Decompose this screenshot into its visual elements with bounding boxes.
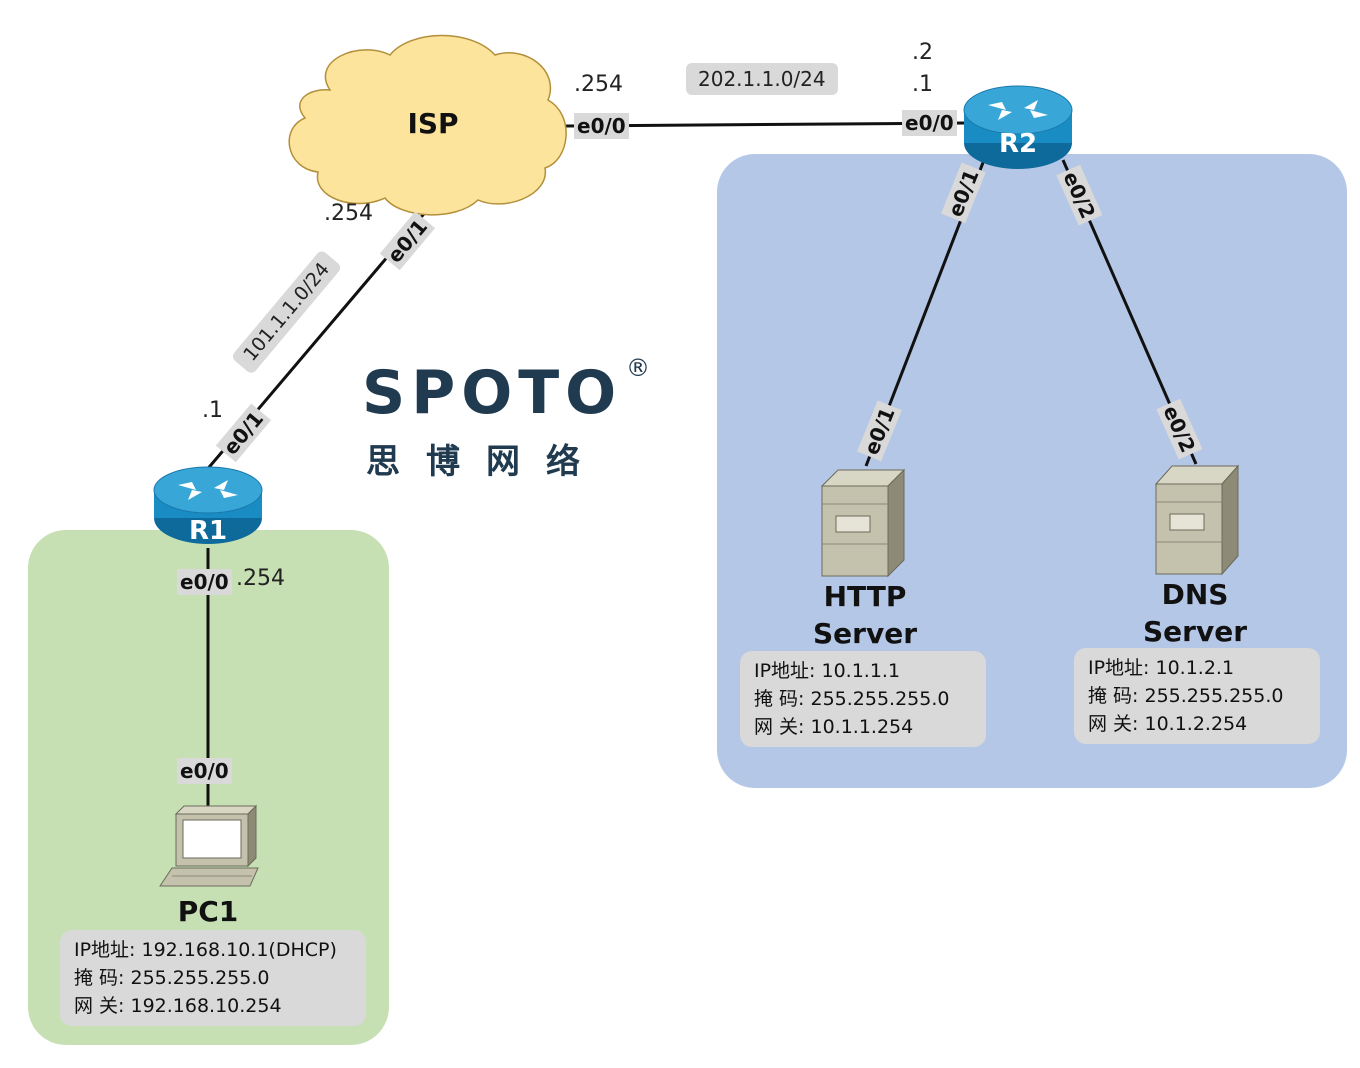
r1-e01-ip: .1 bbox=[202, 398, 223, 423]
router-r2-icon[interactable] bbox=[963, 85, 1073, 169]
pc1-mask: 掩 码: 255.255.255.0 bbox=[74, 967, 270, 989]
dns-server-label: DNS Server bbox=[1130, 576, 1260, 650]
dns-server-info: IP地址: 10.1.2.1 掩 码: 255.255.255.0 网 关: 1… bbox=[1074, 648, 1320, 744]
r1-e00-port: e0/0 bbox=[177, 569, 232, 595]
http-ip: IP地址: 10.1.1.1 bbox=[754, 660, 901, 682]
dns-server-label-line1: DNS bbox=[1161, 578, 1229, 611]
router-r2-label: R2 bbox=[998, 129, 1038, 159]
pc1-label: PC1 bbox=[177, 895, 239, 928]
r2-e00-ip: .1 bbox=[912, 72, 933, 97]
router-r1-label: R1 bbox=[188, 516, 228, 546]
http-server-info: IP地址: 10.1.1.1 掩 码: 255.255.255.0 网 关: 1… bbox=[740, 651, 986, 747]
http-server-label-line1: HTTP bbox=[823, 580, 907, 613]
http-server-icon[interactable] bbox=[820, 468, 906, 578]
isp-e00-port: e0/0 bbox=[574, 113, 629, 139]
pc1-info: IP地址: 192.168.10.1(DHCP) 掩 码: 255.255.25… bbox=[60, 930, 366, 1026]
isp-e01-ip: .254 bbox=[324, 201, 373, 226]
pc1-e00-port: e0/0 bbox=[177, 758, 232, 784]
logo-registered-mark: ® bbox=[626, 354, 650, 382]
r2-e00-port: e0/0 bbox=[902, 110, 957, 136]
http-gateway: 网 关: 10.1.1.254 bbox=[754, 716, 914, 738]
dns-gateway: 网 关: 10.1.2.254 bbox=[1088, 713, 1248, 735]
isp-cloud-icon[interactable] bbox=[288, 34, 567, 216]
link-isp-r2 bbox=[565, 121, 967, 128]
r1-e00-ip: .254 bbox=[236, 566, 285, 591]
dns-server-icon[interactable] bbox=[1154, 464, 1240, 576]
subnet-isp-r2: 202.1.1.0/24 bbox=[686, 63, 838, 95]
logo-brand: SPOTO bbox=[362, 358, 623, 428]
http-server-label: HTTP Server bbox=[800, 578, 930, 652]
dns-ip: IP地址: 10.1.2.1 bbox=[1088, 657, 1235, 679]
logo-chinese: 思博网络 bbox=[366, 442, 606, 482]
http-mask: 掩 码: 255.255.255.0 bbox=[754, 688, 950, 710]
pc1-ip: IP地址: 192.168.10.1(DHCP) bbox=[74, 939, 337, 961]
router-r1-icon[interactable] bbox=[153, 466, 263, 544]
http-server-label-line2: Server bbox=[812, 617, 917, 650]
dns-server-label-line2: Server bbox=[1142, 615, 1247, 648]
pc1-icon[interactable] bbox=[159, 804, 259, 887]
isp-e00-ip: .254 bbox=[574, 72, 623, 97]
r2-e00-ip-top: .2 bbox=[912, 40, 933, 65]
pc1-gateway: 网 关: 192.168.10.254 bbox=[74, 995, 282, 1017]
dns-mask: 掩 码: 255.255.255.0 bbox=[1088, 685, 1284, 707]
isp-label: ISP bbox=[407, 107, 459, 140]
